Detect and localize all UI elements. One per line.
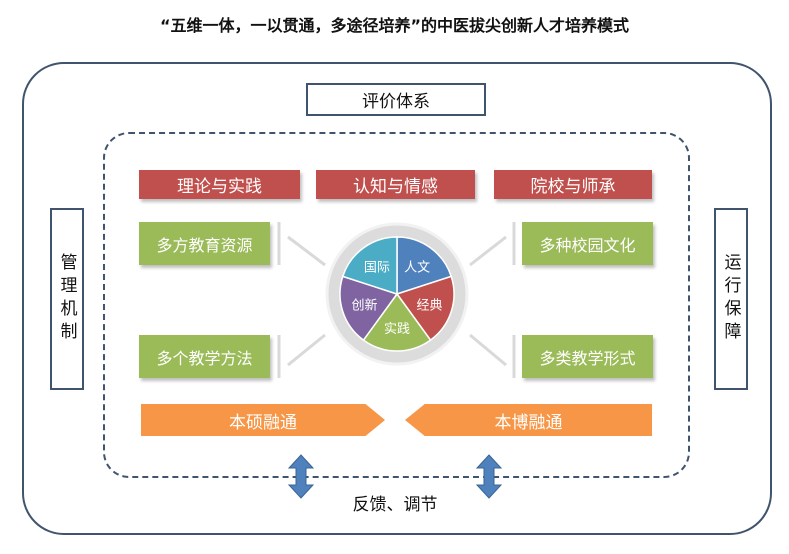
bachelor-master-arrow: 本硕融通 <box>141 404 385 436</box>
teaching-forms-box: 多类教学形式 <box>522 335 653 378</box>
pie-label: 创新 <box>351 298 377 314</box>
education-resources-box: 多方教育资源 <box>139 222 270 265</box>
school-mentorship-box: 院校与师承 <box>494 170 652 199</box>
bachelor-doctor-arrow: 本博融通 <box>405 404 652 436</box>
management-mechanism-box: 管理机制 <box>50 208 84 390</box>
connector-line <box>287 235 326 267</box>
pie-label: 人文 <box>404 260 430 275</box>
connector-line <box>469 235 507 267</box>
teaching-methods-box: 多个教学方法 <box>139 335 270 378</box>
connector-line <box>287 333 326 367</box>
pie-label: 国际 <box>364 260 390 275</box>
pie-slice-4 <box>341 236 398 296</box>
double-arrow-right-icon <box>475 454 503 499</box>
pie-label: 实践 <box>384 322 410 337</box>
pie-label: 经典 <box>417 299 443 314</box>
feedback-label: 反馈、调节 <box>352 495 438 515</box>
pie-slice-2 <box>362 292 432 352</box>
evaluation-system-box: 评价体系 <box>306 83 486 116</box>
double-arrow-left-icon <box>287 454 315 499</box>
campus-culture-box: 多种校园文化 <box>522 222 653 265</box>
outer-frame <box>22 62 772 535</box>
cognition-emotion-box: 认知与情感 <box>316 170 475 199</box>
pie-slice-0 <box>396 236 453 296</box>
theory-practice-box: 理论与实践 <box>139 170 300 199</box>
pie-slice-1 <box>395 275 455 342</box>
connector-line <box>469 333 507 367</box>
diagram-title: “五维一体，一以贯通，多途径培养”的中医拔尖创新人才培养模式 <box>159 16 630 35</box>
pie-slice-3 <box>339 275 399 342</box>
operation-guarantee-box: 运行保障 <box>714 208 748 390</box>
inner-dashed-frame <box>103 132 690 478</box>
